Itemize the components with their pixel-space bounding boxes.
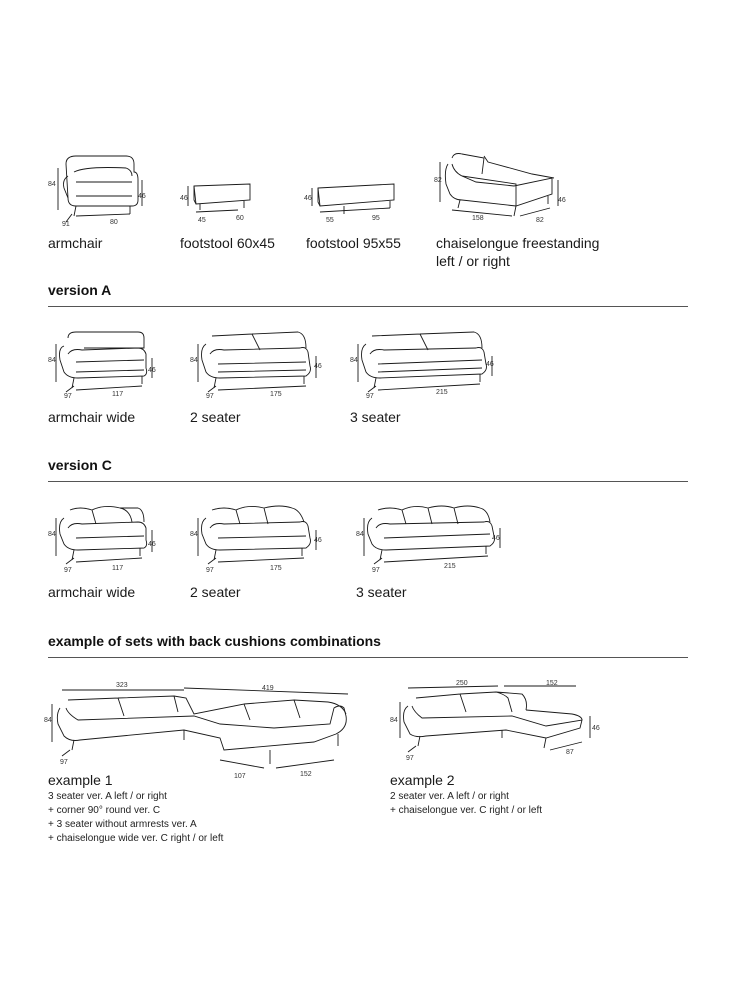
- footstool-95x55-drawing: 46 55 95: [304, 176, 404, 228]
- version-a-3-seater-drawing: 84 46 97 215: [348, 326, 508, 404]
- example-1-line: + chaiselongue wide ver. C right / or le…: [48, 833, 224, 844]
- chaiselongue-width-dim: 82: [536, 217, 544, 224]
- footstool-95x55-height-dim: 46: [304, 195, 312, 202]
- chaiselongue-label-line2: left / or right: [436, 253, 510, 269]
- version-a-2-seater-drawing: 84 46 97 175: [188, 326, 328, 404]
- chaiselongue-height-dim: 82: [434, 177, 442, 184]
- version-a-3-seater-label: 3 seater: [350, 409, 401, 425]
- version-c-2-seater-height-dim: 84: [190, 531, 198, 538]
- footstool-60x45-depth-dim: 45: [198, 217, 206, 224]
- example-2-line: 2 seater ver. A left / or right: [390, 791, 509, 802]
- chaiselongue-label-line1: chaiselongue freestanding: [436, 235, 600, 251]
- examples-title: example of sets with back cushions combi…: [48, 633, 381, 649]
- armchair-height-dim: 84: [48, 181, 56, 188]
- example-2-description: 2 seater ver. A left / or right + chaise…: [390, 790, 542, 818]
- example-1-chaise-depth-dim: 107: [234, 773, 246, 780]
- version-c-armchair-wide-label: armchair wide: [48, 584, 136, 600]
- armchair-depth-dim: 91: [62, 221, 70, 228]
- footstool-95x55-depth-dim: 55: [326, 217, 334, 224]
- chaiselongue-drawing: 82 46 158 82: [432, 150, 572, 228]
- example-1-line: + 3 seater without armrests ver. A: [48, 819, 197, 830]
- footstool-60x45-drawing: 46 45 60: [178, 176, 258, 228]
- chaiselongue-seat-height-dim: 46: [558, 197, 566, 204]
- version-a-2-seater-width-dim: 175: [270, 391, 282, 398]
- version-c-3-seater-label: 3 seater: [356, 584, 407, 600]
- version-c-armchair-wide-drawing: 84 46 97 117: [46, 500, 166, 578]
- example-1-depth-dim: 97: [60, 759, 68, 766]
- version-c-armchair-wide-width-dim: 117: [112, 565, 123, 572]
- version-c-divider: [48, 481, 688, 482]
- example-2-top-left-dim: 250: [456, 680, 468, 687]
- version-c-2-seater-width-dim: 175: [270, 565, 282, 572]
- example-1-line: + corner 90° round ver. C: [48, 805, 161, 816]
- armchair-label: armchair: [48, 235, 103, 251]
- version-c-2-seater-seat-height-dim: 46: [314, 537, 322, 544]
- version-c-armchair-wide-depth-dim: 97: [64, 567, 72, 574]
- armchair-width-dim: 80: [110, 219, 118, 226]
- example-1-line: 3 seater ver. A left / or right: [48, 791, 167, 802]
- version-c-3-seater-width-dim: 215: [444, 563, 456, 570]
- version-c-3-seater-depth-dim: 97: [372, 567, 380, 574]
- example-2-label: example 2: [390, 772, 455, 788]
- version-c-armchair-wide-seat-height-dim: 46: [148, 541, 156, 548]
- example-2-drawing: 250 152 84 46 97 87: [386, 676, 606, 766]
- armchair-drawing: 84 46 91 80: [46, 152, 156, 232]
- footstool-60x45-label: footstool 60x45: [180, 235, 275, 251]
- example-1-description: 3 seater ver. A left / or right + corner…: [48, 790, 223, 846]
- example-1-top-right-dim: 419: [262, 685, 274, 692]
- example-1-drawing: 323 419 84 97 107 152: [44, 680, 364, 780]
- version-a-armchair-wide-drawing: 84 46 97 117: [46, 326, 166, 404]
- example-2-depth-dim: 97: [406, 755, 414, 762]
- example-1-label: example 1: [48, 772, 113, 788]
- example-2-line: + chaiselongue ver. C right / or left: [390, 805, 543, 816]
- footstool-60x45-width-dim: 60: [236, 215, 244, 222]
- version-a-armchair-wide-label: armchair wide: [48, 409, 136, 425]
- example-2-chaise-dim: 87: [566, 749, 574, 756]
- version-a-3-seater-depth-dim: 97: [366, 393, 374, 400]
- example-1-chaise-width-dim: 152: [300, 771, 312, 778]
- version-a-armchair-wide-seat-height-dim: 46: [148, 367, 156, 374]
- example-2-height-dim: 84: [390, 717, 398, 724]
- version-a-2-seater-depth-dim: 97: [206, 393, 214, 400]
- example-1-height-dim: 84: [44, 717, 52, 724]
- footstool-95x55-label: footstool 95x55: [306, 235, 401, 251]
- version-a-2-seater-label: 2 seater: [190, 409, 241, 425]
- version-c-2-seater-depth-dim: 97: [206, 567, 214, 574]
- version-a-3-seater-height-dim: 84: [350, 357, 358, 364]
- version-a-2-seater-height-dim: 84: [190, 357, 198, 364]
- armchair-seat-height-dim: 46: [138, 193, 146, 200]
- version-c-3-seater-height-dim: 84: [356, 531, 364, 538]
- version-c-3-seater-drawing: 84 46 97 215: [354, 500, 514, 578]
- version-a-2-seater-seat-height-dim: 46: [314, 363, 322, 370]
- version-c-3-seater-seat-height-dim: 46: [492, 535, 500, 542]
- examples-divider: [48, 657, 688, 658]
- version-a-armchair-wide-height-dim: 84: [48, 357, 56, 364]
- version-a-divider: [48, 306, 688, 307]
- version-a-3-seater-seat-height-dim: 46: [486, 361, 494, 368]
- version-a-title: version A: [48, 282, 112, 298]
- version-a-armchair-wide-width-dim: 117: [112, 391, 123, 398]
- version-c-armchair-wide-height-dim: 84: [48, 531, 56, 538]
- example-2-seat-height-dim: 46: [592, 725, 600, 732]
- footstool-60x45-height-dim: 46: [180, 195, 188, 202]
- version-a-armchair-wide-depth-dim: 97: [64, 393, 72, 400]
- version-c-2-seater-label: 2 seater: [190, 584, 241, 600]
- version-c-2-seater-drawing: 84 46 97 175: [188, 500, 328, 578]
- version-c-title: version C: [48, 457, 112, 473]
- example-2-top-right-dim: 152: [546, 680, 558, 687]
- chaiselongue-depth-dim: 158: [472, 215, 484, 222]
- version-a-3-seater-width-dim: 215: [436, 389, 448, 396]
- footstool-95x55-width-dim: 95: [372, 215, 380, 222]
- example-1-top-left-dim: 323: [116, 682, 128, 689]
